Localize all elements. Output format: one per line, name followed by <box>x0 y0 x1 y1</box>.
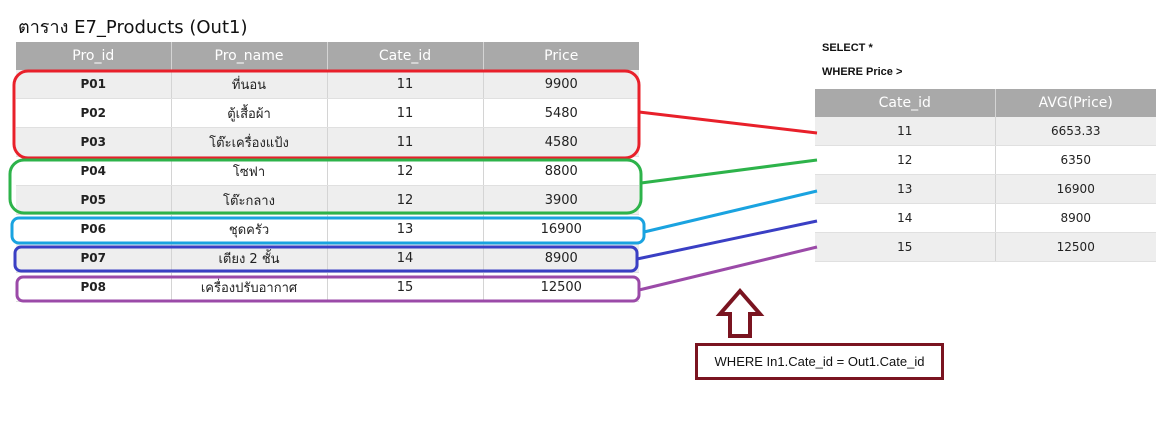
avg-header-row: Cate_id AVG(Price) <box>815 89 1156 117</box>
table-row: 12 6350 <box>815 145 1156 175</box>
cell-pro-name: ตู้เสื้อผ้า <box>170 98 327 128</box>
cell-price: 4580 <box>482 127 639 157</box>
cell-pro-id: P03 <box>16 127 171 157</box>
connector-line-cate-14 <box>636 219 818 261</box>
products-header-row: Pro_id Pro_name Cate_id Price <box>16 42 639 70</box>
cell-avg-price: 16900 <box>994 174 1156 204</box>
cell-avg-price: 12500 <box>994 232 1156 262</box>
header-cate-id: Cate_id <box>326 42 483 70</box>
table-row: P03 โต๊ะเครื่องแป้ง 11 4580 <box>16 127 639 157</box>
cell-cate-id: 12 <box>326 185 483 215</box>
sql-where-line: WHERE Price > <box>822 66 903 78</box>
cell-avg-price: 6653.33 <box>994 117 1156 146</box>
cell-avg-price: 6350 <box>994 145 1156 175</box>
cell-cate-id: 11 <box>326 127 483 157</box>
table-row: 11 6653.33 <box>815 117 1156 146</box>
connector-line-cate-11 <box>638 110 818 135</box>
header-price: Price <box>482 42 639 70</box>
table-row: 13 16900 <box>815 174 1156 204</box>
cell-cate-id: 14 <box>815 203 995 233</box>
header-avg-price: AVG(Price) <box>994 89 1156 117</box>
cell-avg-price: 8900 <box>994 203 1156 233</box>
table-row: 14 8900 <box>815 203 1156 233</box>
cell-cate-id: 12 <box>815 145 995 175</box>
table-row: P01 ที่นอน 11 9900 <box>16 70 639 99</box>
connector-line-cate-15 <box>638 245 818 292</box>
header-cate-id: Cate_id <box>815 89 995 117</box>
cell-pro-id: P05 <box>16 185 171 215</box>
cell-pro-name: โต๊ะกลาง <box>170 185 327 215</box>
header-pro-id: Pro_id <box>16 42 171 70</box>
cell-pro-name: ที่นอน <box>170 70 327 99</box>
where-clause-box: WHERE In1.Cate_id = Out1.Cate_id <box>695 343 944 380</box>
connector-line-cate-13 <box>643 189 818 234</box>
up-arrow-icon <box>715 287 765 338</box>
page-title: ตาราง E7_Products (Out1) <box>18 17 248 38</box>
group-outline-cate-14 <box>13 245 639 273</box>
group-outline-cate-12 <box>8 158 643 215</box>
cell-cate-id: 15 <box>815 232 995 262</box>
cell-cate-id: 13 <box>815 174 995 204</box>
connector-line-cate-12 <box>640 158 818 185</box>
group-outline-cate-15 <box>15 275 641 303</box>
cell-cate-id: 11 <box>326 70 483 99</box>
cell-price: 5480 <box>482 98 639 128</box>
cell-pro-id: P02 <box>16 98 171 128</box>
sql-select-line: SELECT * <box>822 42 873 54</box>
cell-cate-id: 11 <box>815 117 995 146</box>
table-row: P05 โต๊ะกลาง 12 3900 <box>16 185 639 215</box>
avg-price-table: Cate_id AVG(Price) 11 6653.33 12 6350 13… <box>815 89 1156 262</box>
header-pro-name: Pro_name <box>170 42 327 70</box>
group-outline-cate-13 <box>10 216 646 245</box>
group-outline-cate-11 <box>12 69 641 160</box>
table-row: P02 ตู้เสื้อผ้า 11 5480 <box>16 98 639 128</box>
cell-pro-id: P01 <box>16 70 171 99</box>
table-row: 15 12500 <box>815 232 1156 262</box>
cell-pro-name: โต๊ะเครื่องแป้ง <box>170 127 327 157</box>
cell-price: 9900 <box>482 70 639 99</box>
cell-cate-id: 11 <box>326 98 483 128</box>
